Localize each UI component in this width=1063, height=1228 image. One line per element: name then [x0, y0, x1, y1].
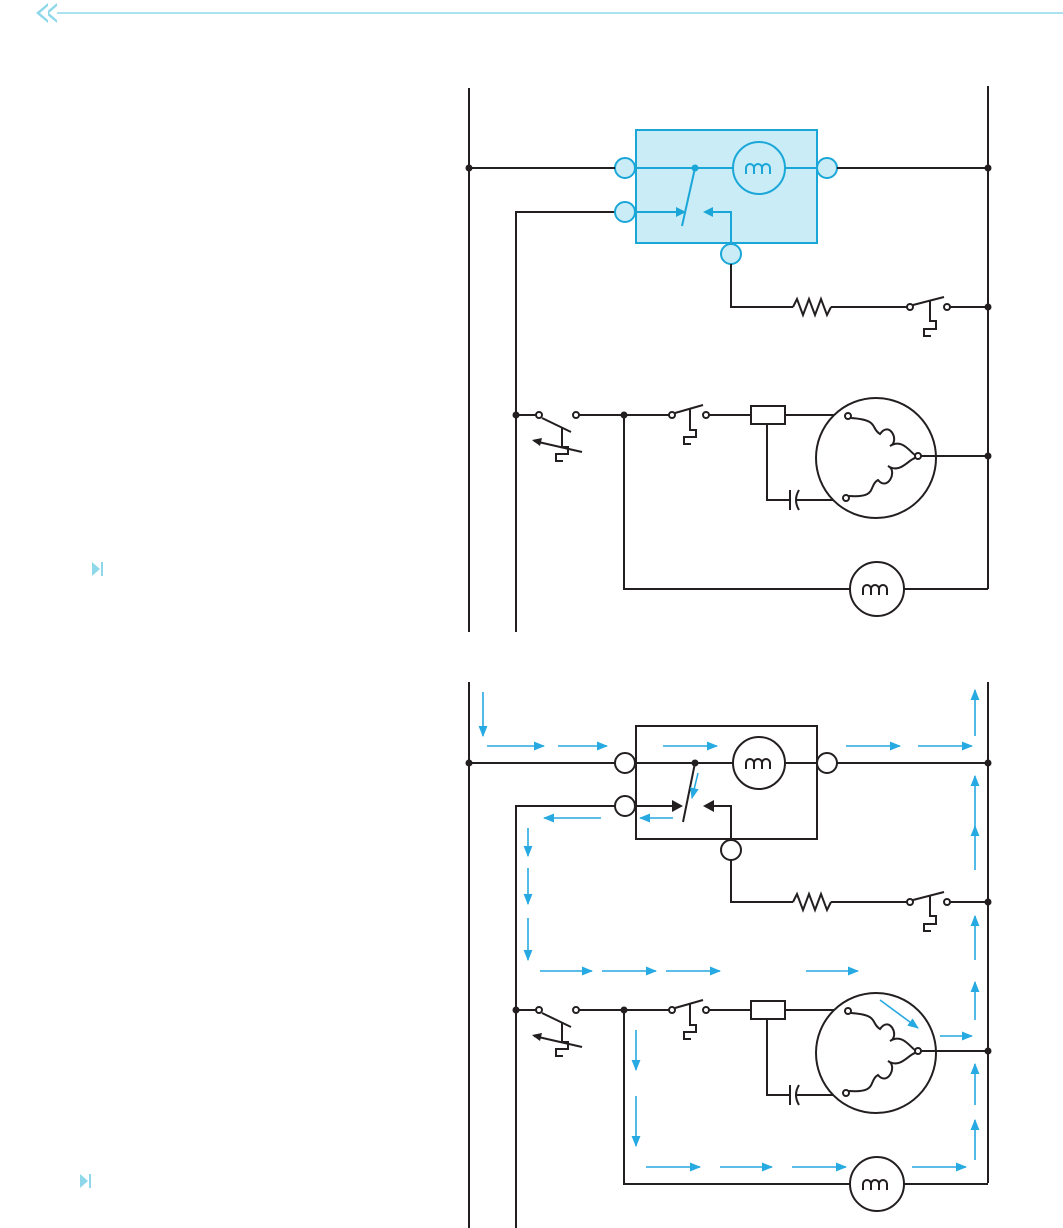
relay-bottom: [636, 726, 817, 839]
play-end-icon[interactable]: [80, 1174, 91, 1188]
relay-coil-bottom: [733, 737, 785, 789]
fan-motor-bottom: [850, 1157, 904, 1211]
